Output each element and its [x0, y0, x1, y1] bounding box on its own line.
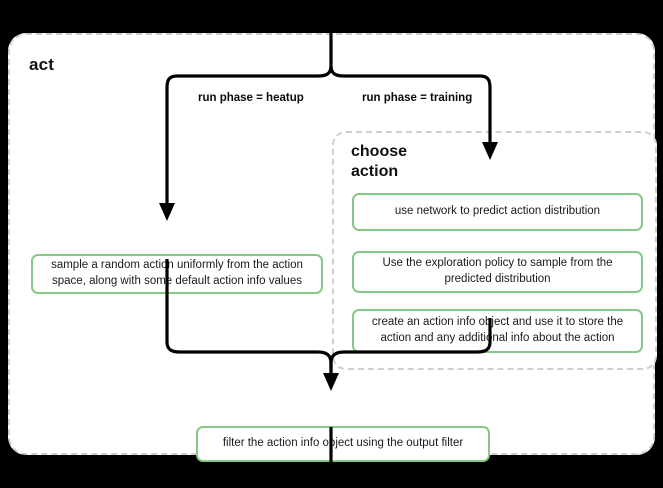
node-use-network-predict[interactable]: use network to predict action distributi… [352, 193, 643, 231]
choose-action-label-line2: action [351, 163, 399, 180]
choose-action-label-line1: choose [351, 143, 408, 160]
act-group-panel: act choose action sample a random action … [8, 33, 657, 462]
edge-label-run-phase-training: run phase = training [362, 92, 473, 104]
node-filter-output[interactable]: filter the action info object using the … [196, 426, 490, 462]
edge-label-run-phase-heatup: run phase = heatup [198, 92, 304, 104]
act-group-label: act [29, 55, 55, 74]
node-exploration-policy[interactable]: Use the exploration policy to sample fro… [352, 251, 643, 293]
choose-action-group-label: choose action [351, 142, 461, 182]
node-create-action-info[interactable]: create an action info object and use it … [352, 309, 643, 353]
node-sample-random-action[interactable]: sample a random action uniformly from th… [31, 254, 323, 294]
